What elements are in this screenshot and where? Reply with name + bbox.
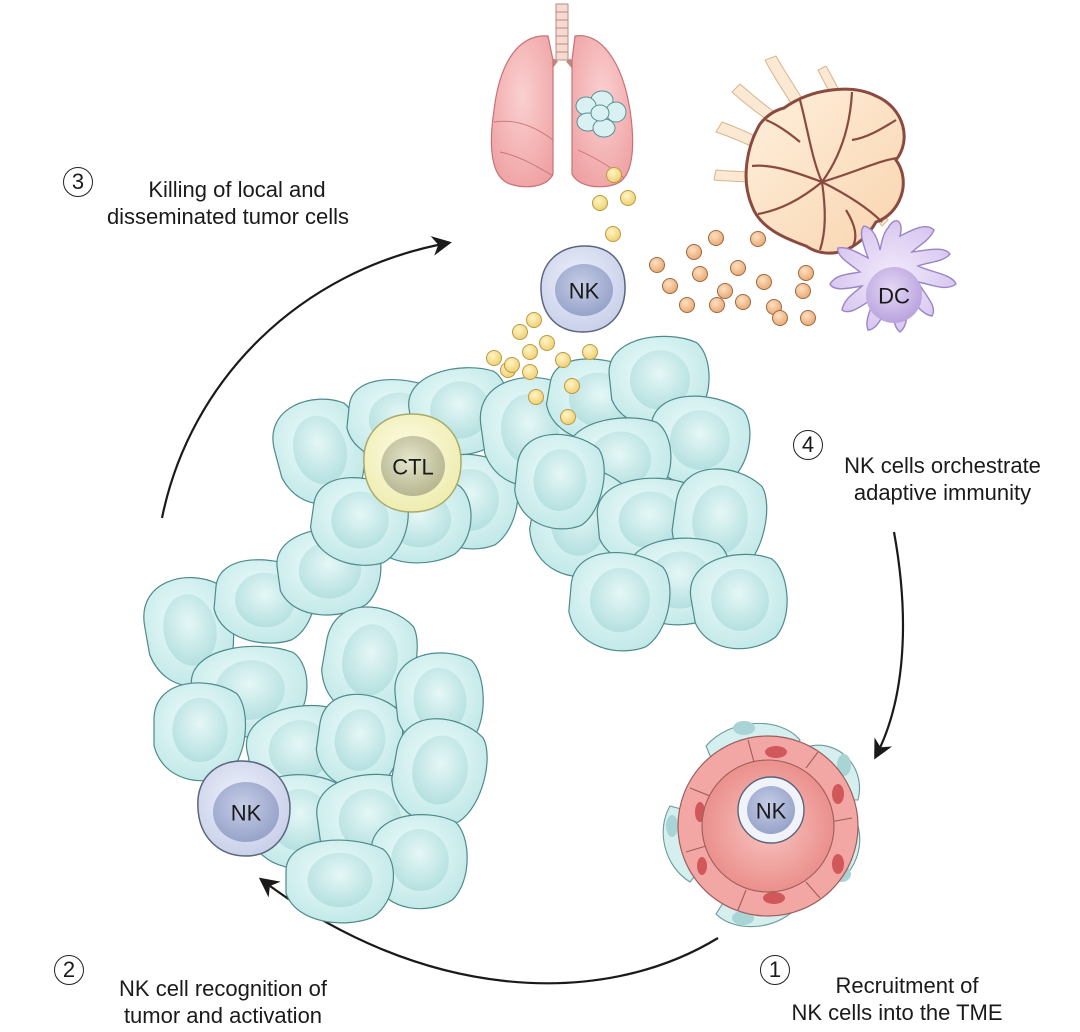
cytokine-dot bbox=[560, 409, 576, 425]
cytokine-dot bbox=[522, 364, 538, 380]
cytokine-dot bbox=[692, 266, 708, 282]
nk-left-label: NK bbox=[231, 801, 262, 826]
tumor-mass bbox=[143, 335, 788, 924]
step-4-line2: adaptive immunity bbox=[853, 480, 1032, 505]
lung-tumor bbox=[575, 90, 627, 138]
cytokine-dot bbox=[662, 278, 678, 294]
cycle-arrows bbox=[160, 236, 905, 985]
step-2-line1: NK cell recognition of bbox=[119, 976, 327, 1001]
nk-cell-top: NK bbox=[540, 245, 626, 333]
cytokine-dot bbox=[795, 283, 811, 299]
tumor-cell bbox=[391, 718, 488, 826]
nk-cell-left: NK bbox=[197, 760, 291, 857]
cytokine-dot bbox=[592, 195, 608, 211]
cytokine-dot bbox=[708, 230, 724, 246]
step-4-line1: NK cells orchestrate bbox=[844, 453, 1041, 478]
cytokine-dot bbox=[606, 167, 622, 183]
cytokine-dot bbox=[620, 190, 636, 206]
tumor-cell bbox=[153, 682, 247, 782]
cytokine-dot bbox=[709, 297, 725, 313]
cytokine-dot bbox=[528, 389, 544, 405]
cytokine-dot bbox=[582, 344, 598, 360]
ctl-label: CTL bbox=[392, 455, 434, 480]
step-1-line2: NK cells into the TME bbox=[791, 1000, 1003, 1025]
step-3-line1: Killing of local and bbox=[148, 177, 326, 202]
cytokines-yellow bbox=[486, 167, 636, 425]
arrow-step1-to-step2 bbox=[258, 877, 719, 985]
cytokine-dot bbox=[730, 260, 746, 276]
cytokine-dot bbox=[686, 244, 702, 260]
cytokine-dot bbox=[555, 352, 571, 368]
dc-nucleus bbox=[866, 267, 922, 323]
tumor-cell bbox=[648, 395, 751, 488]
step-2-number: 2 bbox=[54, 955, 84, 985]
cytokine-dot bbox=[679, 297, 695, 313]
tumor-cell bbox=[370, 814, 468, 910]
dendritic-cell: DC bbox=[829, 220, 957, 333]
cytokine-dot bbox=[649, 257, 665, 273]
arrow-step4-to-step1 bbox=[874, 531, 905, 760]
cytokine-dot bbox=[504, 357, 520, 373]
cytokine-dot bbox=[750, 231, 766, 247]
cytokine-dot bbox=[526, 312, 542, 328]
cytokine-dot bbox=[522, 344, 538, 360]
cytokine-dot bbox=[605, 226, 621, 242]
step-4-number: 4 bbox=[793, 430, 823, 460]
tumor-cell bbox=[689, 553, 788, 650]
cytokine-dot bbox=[539, 335, 555, 351]
cytokine-dot bbox=[800, 310, 816, 326]
step-3-number: 3 bbox=[63, 167, 93, 197]
cytokines-orange bbox=[649, 230, 816, 326]
step-3-line2: disseminated tumor cells bbox=[106, 204, 350, 229]
cytokine-dot bbox=[564, 378, 580, 394]
cytokine-dot bbox=[735, 294, 751, 310]
tumor-cell bbox=[315, 693, 404, 790]
tumor-cell bbox=[514, 433, 605, 530]
nk-vessel-label: NK bbox=[756, 799, 787, 824]
left-lung bbox=[490, 35, 554, 188]
cytokine-dot bbox=[798, 265, 814, 281]
ctl-cell: CTL bbox=[363, 413, 462, 513]
cytokine-dot bbox=[772, 310, 788, 326]
blood-vessel: NK bbox=[662, 721, 861, 928]
cytokine-dot bbox=[756, 274, 772, 290]
step-1-number: 1 bbox=[760, 955, 790, 985]
arrow-step2-to-step3 bbox=[160, 236, 452, 519]
nk-top-label: NK bbox=[569, 279, 600, 304]
tumor-cell bbox=[568, 552, 671, 652]
step-1-line1: Recruitment of bbox=[835, 973, 979, 998]
tumor-cell bbox=[321, 606, 418, 718]
step-2-line2: tumor and activation bbox=[123, 1003, 323, 1028]
cytokine-dot bbox=[717, 283, 733, 299]
dc-label: DC bbox=[878, 284, 910, 309]
cytokine-dot bbox=[512, 324, 528, 340]
cytokine-dot bbox=[486, 350, 502, 366]
tumor-cell bbox=[285, 839, 394, 924]
lymph-node-illustration bbox=[713, 55, 906, 255]
lung-illustration bbox=[490, 3, 634, 188]
